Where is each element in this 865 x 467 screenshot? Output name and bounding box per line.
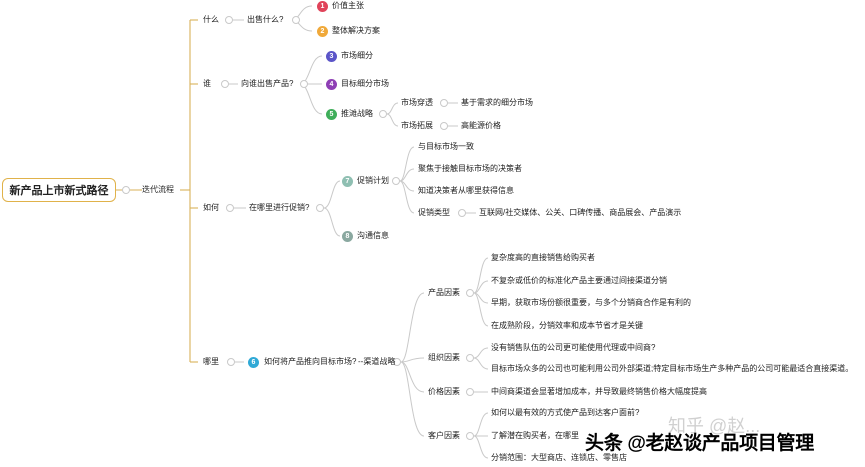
- product-item-3[interactable]: 早期，获取市场份额很重要，与多个分销商合作是有利的: [491, 298, 691, 307]
- promo-item-3[interactable]: 知道决策者从哪里获得信息: [418, 186, 514, 195]
- factor-org[interactable]: 组织因素: [428, 353, 460, 362]
- badge-3: 3: [326, 51, 337, 62]
- org-item-2[interactable]: 目标市场众多的公司也可能利用公司外部渠道;特定目标市场生产多种产品的公司可能最适…: [491, 364, 854, 373]
- promo-item-2[interactable]: 聚焦于接触目标市场的决策者: [418, 164, 522, 173]
- badge-1: 1: [317, 1, 328, 12]
- watermark-faint: 知乎 @赵...: [668, 416, 761, 436]
- product-item-4[interactable]: 在成熟阶段，分销效率和成本节省才是关键: [491, 321, 643, 330]
- sub-what[interactable]: 出售什么?: [247, 15, 284, 24]
- item-total-solution[interactable]: 整体解决方案: [332, 26, 380, 35]
- watermark-main: 头条 @老赵谈产品项目管理: [585, 433, 814, 454]
- q-what[interactable]: 什么: [203, 15, 219, 24]
- promo-item-1[interactable]: 与目标市场一致: [418, 142, 474, 151]
- badge-7: 7: [342, 176, 353, 187]
- customer-item-3[interactable]: 分销范围：大型商店、连锁店、零售店: [491, 453, 627, 462]
- push-penetration-detail[interactable]: 基于需求的细分市场: [461, 98, 533, 107]
- sub-who[interactable]: 向谁出售产品?: [241, 79, 294, 88]
- badge-4: 4: [326, 79, 337, 90]
- sub-where-channel[interactable]: --渠道战略: [358, 357, 396, 366]
- l1-iteration-process[interactable]: 迭代流程: [142, 185, 174, 194]
- item-target-segment[interactable]: 目标细分市场: [341, 79, 389, 88]
- price-item-1[interactable]: 中间商渠道会显著增加成本，并导致最终销售价格大幅度提高: [491, 387, 707, 396]
- item-market-segmentation[interactable]: 市场细分: [341, 51, 373, 60]
- push-expansion-detail[interactable]: 高能源价格: [461, 121, 501, 130]
- push-expansion[interactable]: 市场拓展: [401, 121, 433, 130]
- customer-item-1[interactable]: 如何以最有效的方式使产品到达客户面前?: [491, 408, 640, 417]
- factor-customer[interactable]: 客户因素: [428, 431, 460, 440]
- badge-6: 6: [248, 357, 259, 368]
- root-label: 新产品上市新式路径: [9, 185, 109, 197]
- sub-where[interactable]: 如何将产品推向目标市场?: [264, 357, 357, 366]
- item-communication-message[interactable]: 沟通信息: [357, 231, 389, 240]
- org-item-1[interactable]: 没有销售队伍的公司更可能使用代理或中间商?: [491, 343, 656, 352]
- promo-types[interactable]: 互联网/社交媒体、公关、口碑传播、商品展会、产品演示: [479, 208, 682, 217]
- factor-product[interactable]: 产品因素: [428, 288, 460, 297]
- factor-price[interactable]: 价格因素: [428, 387, 460, 396]
- item-push-strategy[interactable]: 推滩战略: [341, 109, 373, 118]
- item-value-proposition[interactable]: 价值主张: [332, 1, 364, 10]
- q-who[interactable]: 谁: [203, 79, 211, 88]
- promo-item-4[interactable]: 促销类型: [418, 208, 450, 217]
- q-where[interactable]: 哪里: [203, 357, 219, 366]
- badge-2: 2: [317, 26, 328, 37]
- q-how[interactable]: 如何: [203, 203, 219, 212]
- product-item-1[interactable]: 复杂度高的直接销售给购买者: [491, 253, 595, 262]
- customer-item-2[interactable]: 了解潜在购买者，在哪里: [491, 431, 579, 440]
- push-penetration[interactable]: 市场穿透: [401, 98, 433, 107]
- badge-8: 8: [342, 231, 353, 242]
- badge-5: 5: [326, 109, 337, 120]
- product-item-2[interactable]: 不复杂或低价的标准化产品主要通过间接渠道分销: [491, 276, 667, 285]
- item-promotion-plan[interactable]: 促销计划: [357, 176, 389, 185]
- sub-how[interactable]: 在哪里进行促销?: [249, 203, 310, 212]
- root-node[interactable]: 新产品上市新式路径: [2, 178, 116, 202]
